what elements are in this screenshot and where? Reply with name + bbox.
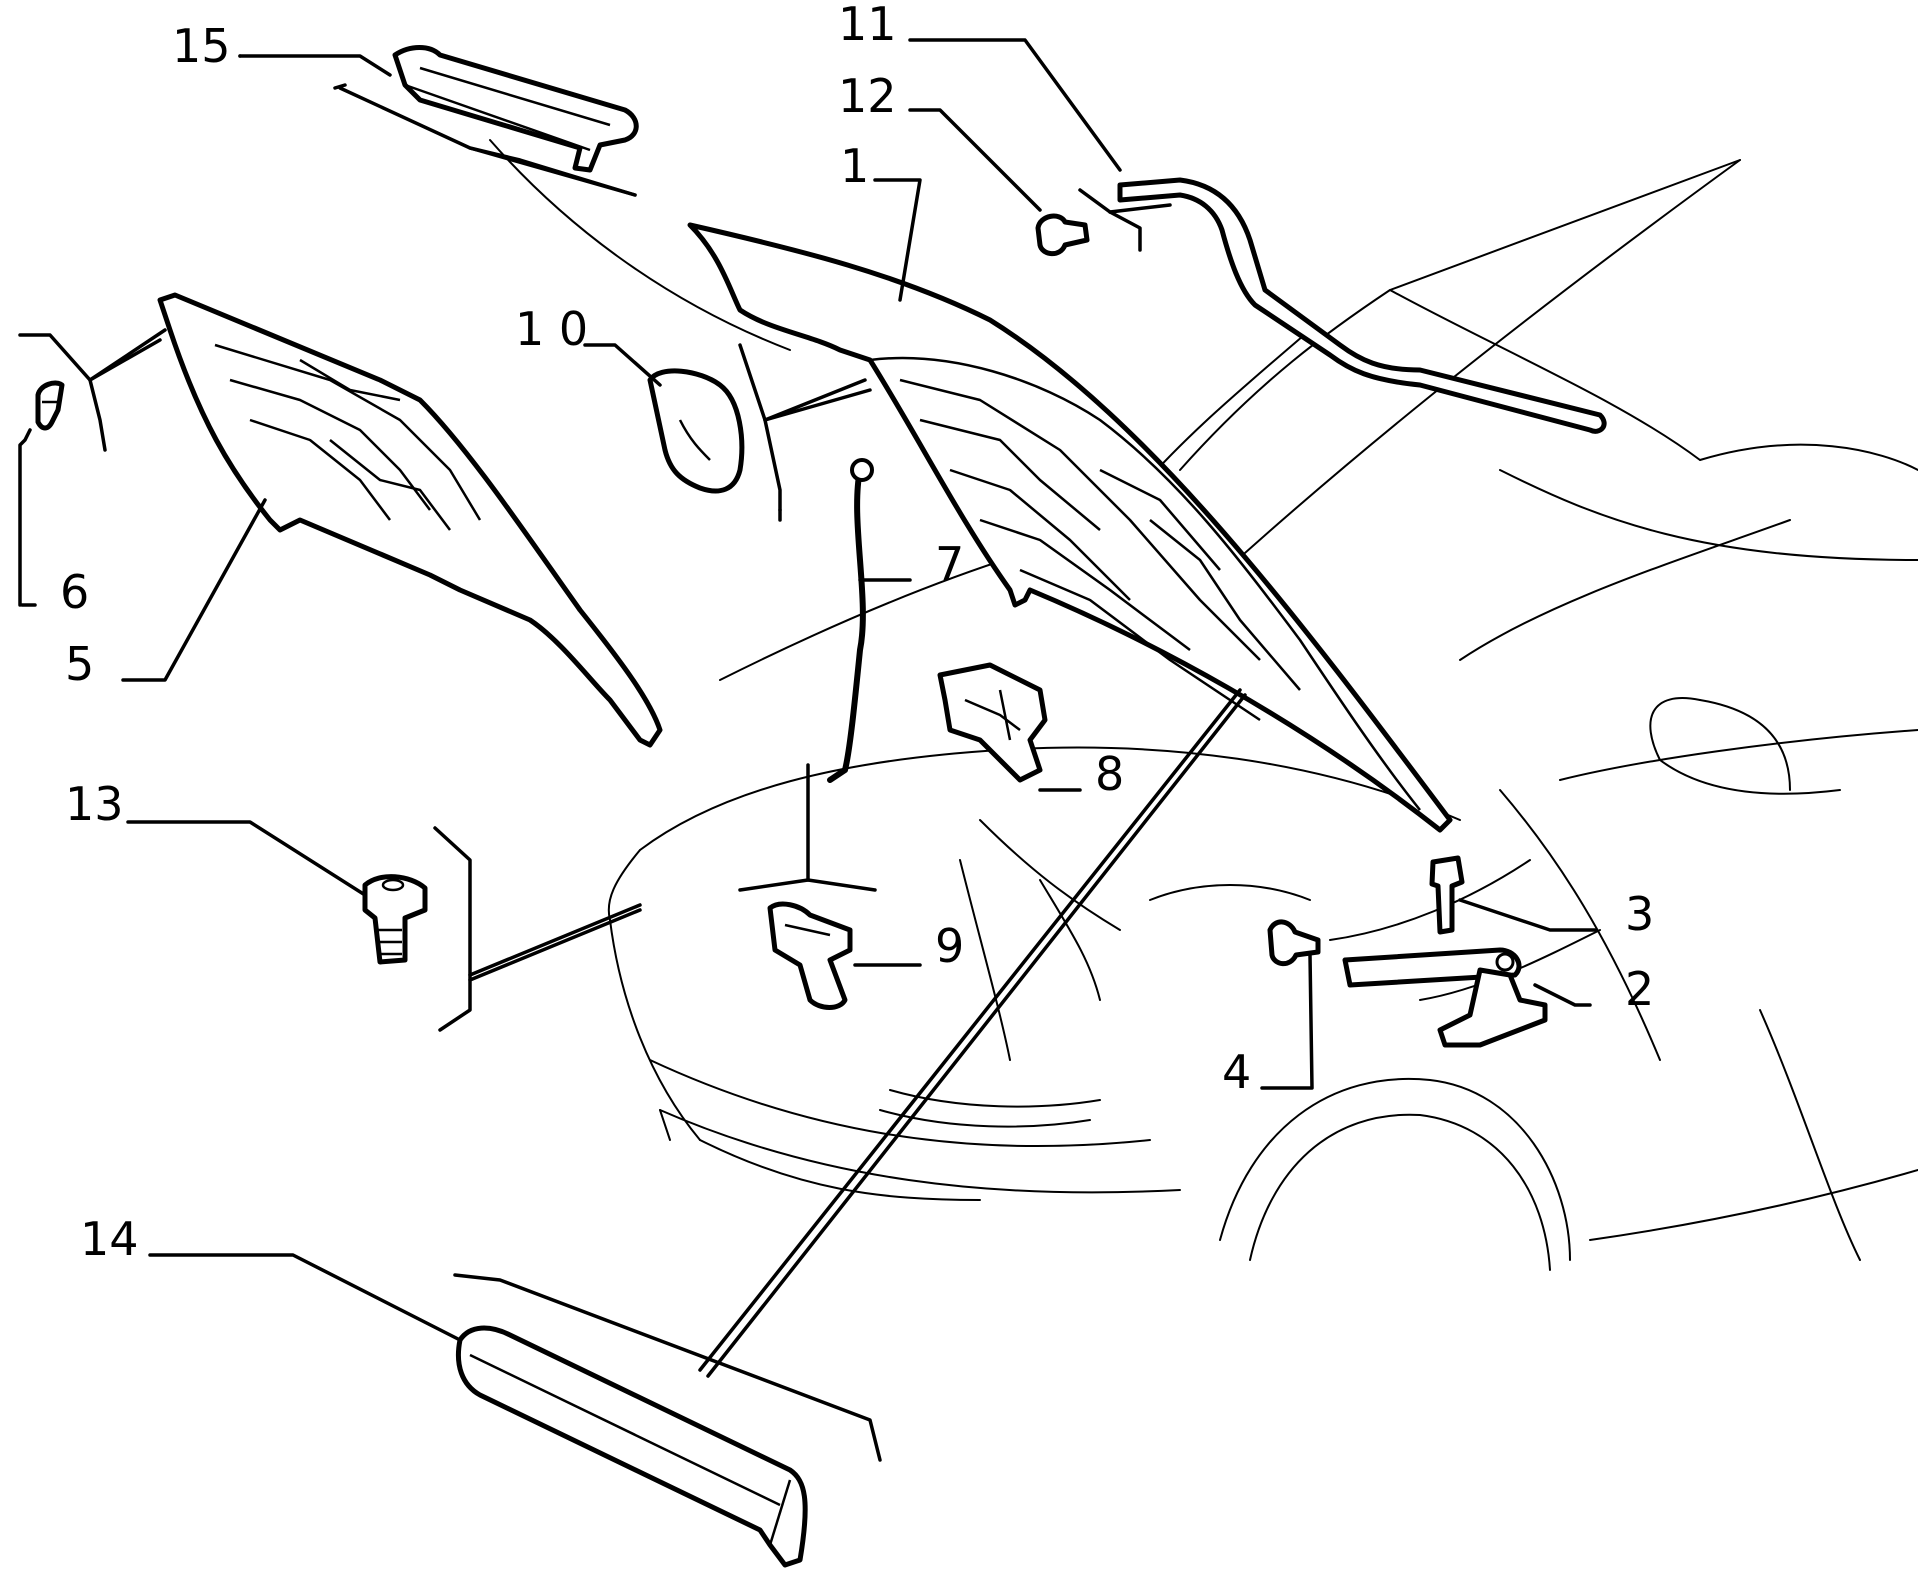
part-14-moulding-strip bbox=[455, 1325, 808, 1568]
callout-10: 1 0 bbox=[515, 302, 588, 356]
callout-12: 12 bbox=[838, 69, 897, 123]
part-5-insulation-panel bbox=[157, 292, 663, 748]
part-9-catch bbox=[767, 901, 853, 1010]
callout-5: 5 bbox=[65, 637, 94, 691]
part-6-clip bbox=[35, 380, 65, 431]
callout-4: 4 bbox=[1222, 1045, 1251, 1099]
callout-14: 14 bbox=[80, 1212, 139, 1266]
callout-7: 7 bbox=[935, 537, 964, 591]
part-2-hinge bbox=[1342, 947, 1548, 1048]
part-1-hood bbox=[687, 222, 1453, 833]
callout-2: 2 bbox=[1625, 962, 1654, 1016]
part-3-screw bbox=[1429, 855, 1465, 935]
callout-1: 1 bbox=[840, 139, 869, 193]
part-4-bolt bbox=[1267, 919, 1321, 967]
callout-9: 9 bbox=[935, 919, 964, 973]
callout-11: 11 bbox=[838, 0, 897, 51]
part-10-bumper-pad bbox=[647, 368, 745, 494]
callout-labels: 15 11 12 1 1 0 7 6 5 8 13 9 3 2 4 14 bbox=[60, 0, 1654, 1266]
part-7-prop-rod bbox=[827, 458, 874, 783]
callout-8: 8 bbox=[1095, 747, 1124, 801]
callout-15: 15 bbox=[172, 19, 231, 73]
leader-lines bbox=[18, 38, 1597, 1462]
car-body-outline bbox=[489, 139, 1918, 1271]
part-8-lock bbox=[937, 662, 1048, 783]
part-12-clip bbox=[1035, 213, 1090, 257]
part-15-seal-strip bbox=[392, 45, 639, 173]
part-13-bolt bbox=[362, 874, 428, 965]
callout-6: 6 bbox=[60, 565, 89, 619]
callout-3: 3 bbox=[1625, 887, 1654, 941]
part-11-seal-strip bbox=[1117, 177, 1607, 434]
callout-13: 13 bbox=[65, 777, 124, 831]
